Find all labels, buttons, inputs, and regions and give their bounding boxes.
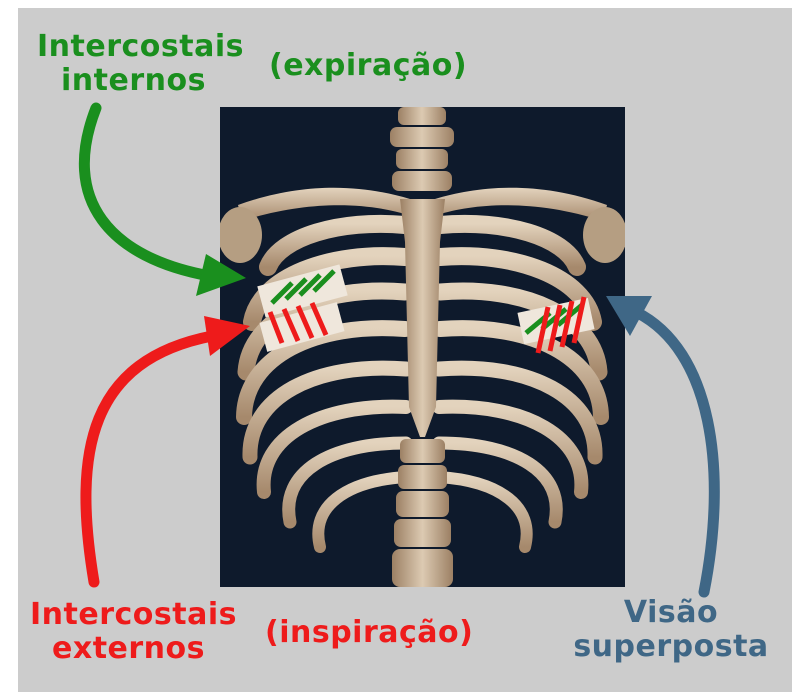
external-arrow [86, 336, 212, 582]
external-intercostals-label: Intercostais externos [30, 598, 237, 666]
external-arrowhead [204, 316, 250, 356]
expiration-label: (expiração) [269, 49, 467, 83]
internal-intercostals-label: Intercostais internos [37, 30, 244, 98]
internal-arrow [84, 108, 210, 276]
internal-label-line2: internos [37, 64, 244, 98]
view-label-line2: superposta [566, 630, 776, 664]
external-label-line1: Intercostais [30, 598, 237, 632]
inspiration-label: (inspiração) [265, 616, 473, 650]
superposed-view-label: Visão superposta [566, 596, 776, 664]
internal-label-line1: Intercostais [37, 30, 244, 64]
view-label-line1: Visão [566, 596, 776, 630]
external-label-line2: externos [30, 632, 237, 666]
internal-arrowhead [196, 254, 246, 296]
view-arrow [636, 312, 714, 592]
